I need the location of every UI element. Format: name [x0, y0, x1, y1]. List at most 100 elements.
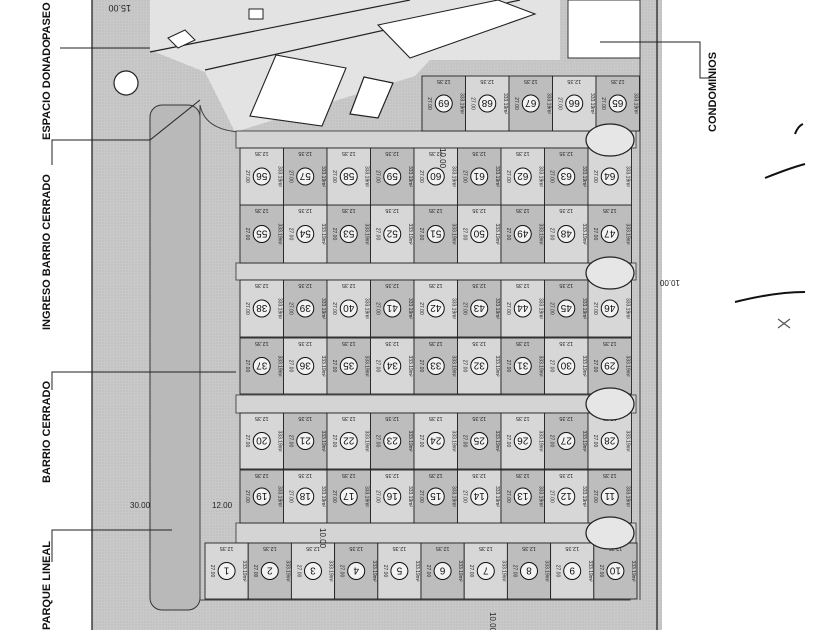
lot-number: 5 — [396, 565, 402, 576]
lot-frontage: 12.35 — [559, 415, 573, 421]
lot-frontage: 12.35 — [255, 207, 269, 213]
lot-number-circle — [513, 225, 532, 243]
lot-number-circle — [557, 225, 576, 243]
lot-depth: 27.00 — [331, 435, 337, 448]
lot-number: 16 — [386, 490, 398, 501]
lot-number-circle — [434, 94, 453, 113]
lot-area: 333.19m² — [277, 166, 283, 187]
lot-number: 44 — [517, 302, 529, 313]
lot-number-circle — [339, 432, 358, 450]
lot-depth: 27.00 — [598, 565, 604, 578]
lot-frontage: 12.35 — [524, 78, 538, 84]
marker-square-1 — [167, 29, 196, 49]
lot-frontage: 12.35 — [298, 207, 312, 213]
lot-depth: 27.00 — [339, 565, 345, 578]
lot-depth: 27.00 — [555, 565, 561, 578]
lot-frontage: 12.35 — [342, 472, 356, 478]
lot-frontage: 12.35 — [516, 282, 530, 288]
lot-frontage: 12.35 — [429, 150, 443, 156]
lot-depth: 27.00 — [425, 565, 431, 578]
lot-frontage: 12.35 — [429, 415, 443, 421]
lot-number-circle — [252, 357, 271, 375]
lot-depth: 27.00 — [600, 97, 606, 110]
lot-area: 333.19m² — [494, 166, 500, 187]
lot-area: 333.19m² — [364, 486, 370, 507]
lot-number-circle — [339, 487, 358, 506]
lot-frontage: 12.35 — [472, 340, 486, 346]
lot-number: 18 — [299, 490, 311, 501]
lot-number-circle — [476, 562, 495, 580]
lot-number-circle — [513, 432, 532, 450]
lot-number-circle — [296, 487, 315, 506]
